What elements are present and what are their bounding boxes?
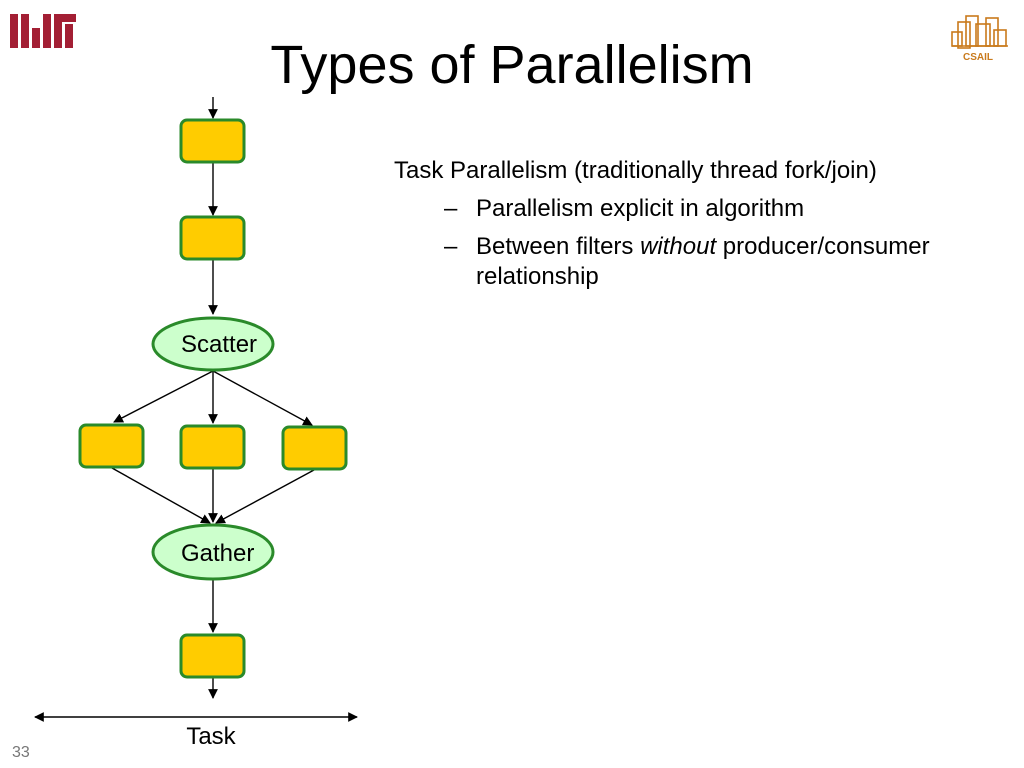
- slide-number: 33: [12, 744, 30, 761]
- sub-bullet-italic: without: [640, 233, 717, 260]
- slide-title: Types of Parallelism: [270, 35, 754, 95]
- csail-logo-text: CSAIL: [963, 52, 993, 63]
- task-axis-label: Task: [186, 723, 236, 750]
- gather-label: Gather: [181, 540, 254, 567]
- filter-box-2: [179, 215, 246, 261]
- bullet-list: Task Parallelism (traditionally thread f…: [394, 156, 1024, 300]
- scatter-label: Scatter: [181, 331, 257, 358]
- bullet-dash: –: [444, 195, 458, 222]
- scatter-node: [151, 316, 275, 372]
- sub-bullet-text-before: Between filters: [476, 233, 641, 260]
- task-parallelism-diagram: Scatter Gather Task: [34, 97, 358, 750]
- csail-logo: CSAIL: [951, 15, 1008, 63]
- arrow-right-gather: [215, 469, 315, 524]
- sub-bullet-between-filters: – Between filters without producer/consu…: [394, 232, 1024, 292]
- bullet-task-parallelism: Task Parallelism (traditionally thread f…: [394, 157, 877, 184]
- gather-node: [151, 523, 275, 581]
- filter-box-mid: [179, 424, 246, 470]
- arrow-scatter-left: [113, 370, 214, 423]
- filter-box-right: [281, 425, 348, 471]
- sub-bullet-text: Parallelism explicit in algorithm: [476, 195, 805, 222]
- filter-box-left: [78, 423, 145, 469]
- mit-logo: [10, 14, 76, 48]
- sub-bullet-explicit: – Parallelism explicit in algorithm: [394, 194, 1024, 224]
- sub-bullet-text-after: producer/consumer relationship: [476, 233, 930, 290]
- filter-box-1: [179, 118, 246, 164]
- arrow-left-gather: [111, 467, 211, 524]
- filter-box-out: [179, 633, 246, 679]
- bullet-dash: –: [444, 233, 458, 260]
- arrow-scatter-right: [212, 370, 313, 426]
